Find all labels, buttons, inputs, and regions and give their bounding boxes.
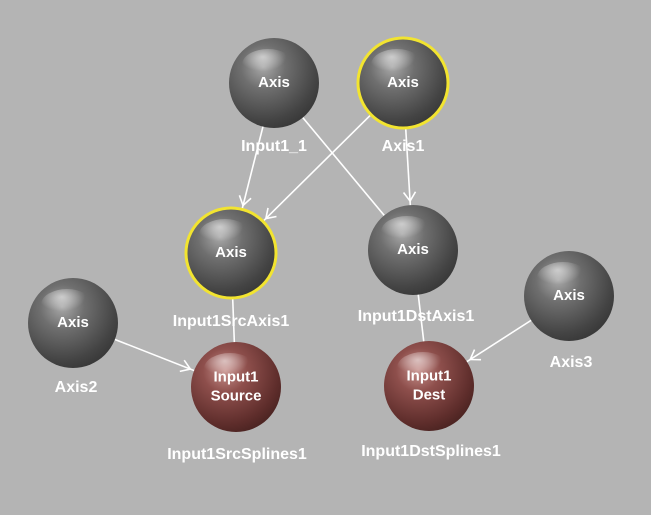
- node-inner-label: Input1: [214, 368, 259, 385]
- arrowhead: [469, 349, 482, 361]
- node-name-label: Axis3: [550, 354, 593, 371]
- node-name-label: Input1DstSplines1: [361, 443, 501, 460]
- node-highlight: [199, 219, 251, 251]
- arrowhead: [179, 359, 192, 373]
- node-name-label: Input1SrcAxis1: [173, 313, 290, 330]
- node-inner-label: Dest: [413, 386, 446, 403]
- node-inner-label: Axis: [215, 244, 247, 261]
- node-inner-label: Axis: [397, 241, 429, 258]
- node-input1srcaxis1[interactable]: Axis: [184, 206, 278, 300]
- node-input1-1[interactable]: Axis: [229, 38, 319, 128]
- node-highlight: [371, 49, 423, 81]
- node-name-label: Input1_1: [241, 138, 307, 155]
- node-inner-label: Axis: [553, 287, 585, 304]
- node-name-label: Axis1: [382, 138, 425, 155]
- node-highlight: [537, 262, 589, 294]
- node-inner-label: Axis: [258, 74, 290, 91]
- node-name-label: Input1DstAxis1: [358, 308, 475, 325]
- node-inner-label: Axis: [57, 314, 89, 331]
- node-highlight: [381, 216, 433, 248]
- edges-layer: [72, 82, 570, 388]
- node-inner-label: Input1: [407, 367, 452, 384]
- arrowhead: [402, 191, 417, 203]
- node-highlight: [397, 352, 449, 384]
- node-axis3[interactable]: Axis: [524, 251, 614, 341]
- node-input1dstaxis1[interactable]: Axis: [368, 205, 458, 295]
- node-axis1[interactable]: Axis: [356, 36, 450, 130]
- node-name-label: Axis2: [55, 379, 98, 396]
- node-inner-label: Axis: [387, 74, 419, 91]
- arrowhead: [264, 207, 277, 220]
- node-highlight: [204, 353, 256, 385]
- node-axis2[interactable]: Axis: [28, 278, 118, 368]
- node-inner-label: Source: [211, 387, 262, 404]
- arrowhead: [238, 195, 252, 207]
- node-highlight: [242, 49, 294, 81]
- node-name-label: Input1SrcSplines1: [167, 446, 307, 463]
- node-highlight: [41, 289, 93, 321]
